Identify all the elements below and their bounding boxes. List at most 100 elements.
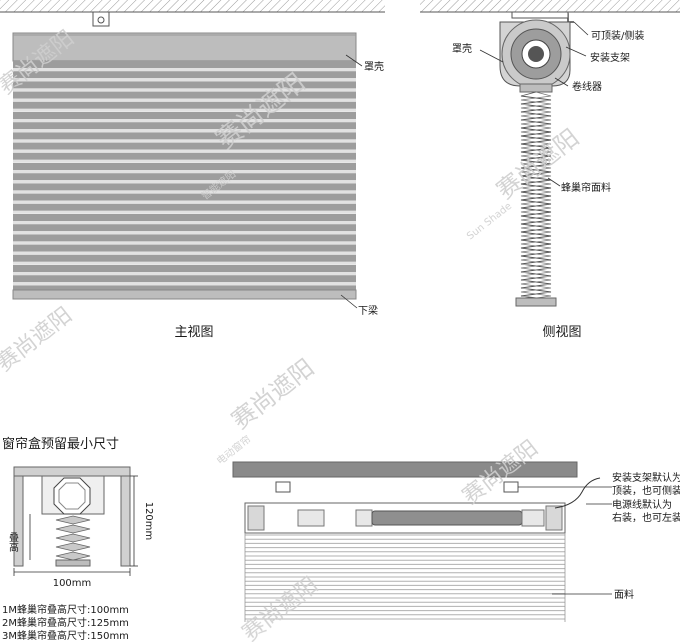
pleat-band [13, 193, 356, 201]
pleat-gap [13, 88, 356, 92]
install-view: 安装支架默认为 顶装，也可侧装 电源线默认为 右装，也可左装 面料 [232, 461, 680, 622]
side-view-title: 侧视图 [542, 325, 581, 340]
pleat-band [13, 142, 356, 150]
pleat-band [13, 81, 356, 89]
pleat-gap [13, 282, 356, 286]
min-box-view: 窗帘盒预留最小尺寸 120mm 100mm 叠高 1M蜂巢帘叠高尺寸:100mm… [2, 436, 154, 642]
stack-pleat [55, 542, 91, 552]
pleat-gap [13, 241, 356, 245]
pleat-band [13, 101, 356, 109]
box-fabric-stack [55, 515, 91, 561]
pleat-band [13, 265, 356, 272]
label-bottom-rail: 下梁 [358, 304, 378, 317]
front-view-title: 主视图 [174, 325, 213, 340]
pleat-band [13, 254, 356, 262]
ceiling-hatch [0, 0, 385, 12]
label-bracket: 安装支架 [590, 51, 630, 64]
watermark-6: 赛尚遮阳 [0, 303, 77, 377]
pleat-gap [13, 119, 356, 122]
pleat-band [13, 234, 356, 242]
pleat-band [13, 244, 356, 252]
front-view: 罩壳 下梁 主视图 [0, 0, 385, 340]
head-cover [12, 32, 357, 62]
mount-clip [92, 11, 110, 27]
box-top-wall [13, 466, 131, 477]
pleat-band [13, 224, 356, 232]
leader-cover [345, 54, 363, 67]
watermark-5: Sun Shade [465, 201, 514, 243]
side-fabric [520, 91, 552, 301]
pleat-band [13, 71, 356, 79]
pleat-gap [13, 98, 356, 102]
pleat-gap [13, 159, 356, 163]
stack-pleat [55, 524, 91, 534]
pleat-gap [13, 261, 356, 265]
min-box-title: 窗帘盒预留最小尺寸 [2, 436, 119, 452]
install-fabric-pleats [244, 533, 566, 622]
side-zigzag-line [520, 91, 552, 301]
pleat-band [13, 214, 356, 221]
pleat-band [13, 122, 356, 130]
pleat-band [13, 61, 356, 68]
note-power-line2: 右装，也可左装 [612, 511, 680, 524]
pleat-band [13, 112, 356, 119]
pleat-gap [13, 129, 356, 133]
stack-pleat [55, 515, 91, 525]
box-back-wall [13, 475, 24, 567]
power-cord [554, 477, 601, 509]
label-stack: 叠高 [7, 532, 19, 553]
dim-height: 120mm [143, 502, 154, 541]
fabric-pleats [13, 61, 356, 296]
pleat-band [13, 203, 356, 211]
roller-icon [528, 46, 544, 62]
motor-tube [371, 510, 523, 526]
pleat-band [13, 132, 356, 140]
note-bracket-line1: 安装支架默认为 [612, 471, 680, 484]
pleat-gap [13, 251, 356, 255]
side-view: 罩壳 可顶装/侧装 安装支架 卷线器 蜂巢帘面料 侧视图 [420, 0, 680, 340]
pleat-gap [13, 200, 356, 204]
note-3m: 3M蜂巢帘叠高尺寸:150mm [2, 629, 129, 642]
pleat-gap [13, 231, 356, 235]
pleat-band [13, 275, 356, 283]
label-cover-front: 罩壳 [364, 60, 384, 73]
note-1m: 1M蜂巢帘叠高尺寸:100mm [2, 603, 129, 616]
stack-pleat [55, 551, 91, 561]
pleat-gap [13, 149, 356, 153]
label-fabric-install: 面料 [614, 588, 634, 601]
ceiling-bar [232, 461, 578, 478]
pleat-gap [13, 272, 356, 275]
label-mount-option: 可顶装/侧装 [591, 29, 644, 42]
pleat-gap [13, 139, 356, 143]
label-cover-side: 罩壳 [452, 42, 472, 55]
note-2m: 2M蜂巢帘叠高尺寸:125mm [2, 616, 129, 629]
watermark-7: 赛尚遮阳 [226, 354, 319, 435]
leader-bottom-rail [340, 294, 358, 309]
pleat-band [13, 285, 356, 293]
bottom-rail [12, 289, 357, 300]
dim-width: 100mm [53, 578, 92, 589]
pleat-band [13, 152, 356, 160]
watermark-10: 赛尚遮阳 [238, 573, 323, 642]
label-roller: 卷线器 [572, 80, 602, 93]
pleat-gap [13, 170, 356, 173]
note-power-line1: 电源线默认为 [612, 498, 672, 511]
pleat-gap [13, 221, 356, 224]
pleat-gap [13, 78, 356, 82]
pleat-gap [13, 108, 356, 112]
box-front-wall [120, 475, 131, 567]
pleat-gap [13, 68, 356, 71]
ceiling-hatch-side [420, 0, 680, 12]
pleat-band [13, 163, 356, 170]
pleat-band [13, 173, 356, 181]
pleat-band [13, 183, 356, 191]
side-zigzag-line [520, 91, 552, 301]
label-fabric-side: 蜂巢帘面料 [561, 181, 611, 194]
head-octagon [53, 477, 91, 515]
note-bracket-line2: 顶装，也可侧装 [612, 484, 680, 497]
pleat-gap [13, 180, 356, 184]
stack-pleat [55, 533, 91, 543]
pleat-band [13, 91, 356, 99]
pleat-gap [13, 190, 356, 194]
